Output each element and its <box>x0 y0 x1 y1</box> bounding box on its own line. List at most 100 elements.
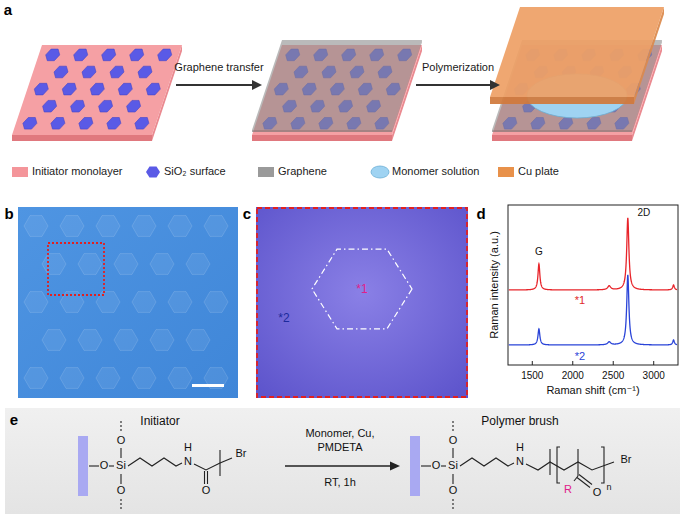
condition-label: RT, 1h <box>324 476 356 489</box>
panel-letter: e <box>10 411 18 429</box>
sio2-hexagon <box>130 49 144 61</box>
graphene-layer <box>252 40 422 130</box>
hexagon-pattern <box>186 254 210 275</box>
chemical-bond <box>421 465 431 466</box>
hexagon-pattern <box>132 292 156 313</box>
chemical-bond <box>120 474 121 484</box>
atom-label: O <box>432 459 441 472</box>
chemical-bond <box>204 471 205 484</box>
hexagon-pattern <box>150 254 174 275</box>
initiator-slab <box>492 135 632 141</box>
repeat-bracket <box>601 447 604 483</box>
chemical-bond <box>452 421 453 433</box>
sio2-hexagon <box>43 100 57 112</box>
chemical-bond <box>460 458 514 466</box>
hexagon-pattern <box>132 368 156 389</box>
hexagon-pattern <box>24 368 48 389</box>
hexagon-pattern <box>168 368 192 389</box>
hexagon-pattern <box>186 330 210 351</box>
chemical-bond <box>526 462 614 470</box>
legend-swatch <box>12 167 28 177</box>
chemical-bond <box>194 463 220 470</box>
legend-text: Monomer solution <box>392 165 479 178</box>
chemical-bond <box>452 499 453 510</box>
chemical-bond <box>452 448 453 458</box>
legend-swatch <box>498 167 514 177</box>
initiator-slab <box>12 135 152 141</box>
atom-label: O <box>593 486 602 499</box>
peak-label: G <box>535 246 543 258</box>
atom-label: O <box>202 484 211 497</box>
hexagon-pattern <box>96 368 120 389</box>
atom-label: H <box>516 441 524 454</box>
chemical-bond <box>577 462 578 476</box>
step-label: Graphene transfer <box>174 61 263 74</box>
sio2-hexagon <box>51 118 65 130</box>
sio2-hexagon <box>62 83 76 95</box>
hexagon-pattern <box>78 254 102 275</box>
tick-mark <box>613 361 614 365</box>
legend-droplet <box>371 166 389 178</box>
chemical-bond <box>89 465 99 466</box>
sio2-hexagon <box>90 83 104 95</box>
spectrum-label: *2 <box>575 350 585 363</box>
sio2-hexagon <box>102 49 116 61</box>
sio2-hexagon <box>74 49 88 61</box>
atom-label: Br <box>621 453 632 466</box>
chemical-bond <box>120 421 121 433</box>
axis-title: Raman shift (cm⁻¹) <box>546 384 639 397</box>
hexagon-pattern <box>114 254 138 275</box>
hexagon-pattern <box>150 330 174 351</box>
sio2-hexagon <box>118 83 132 95</box>
micrograph-panel <box>18 207 238 398</box>
hexagon-pattern <box>204 216 228 237</box>
initiator-slab <box>252 135 392 141</box>
hexagon-pattern <box>60 368 84 389</box>
reaction-arrow <box>285 465 392 466</box>
substrate-bar <box>78 436 88 496</box>
peak-label: 2D <box>637 207 650 219</box>
sio2-hexagon <box>34 83 48 95</box>
legend-hexagon <box>146 166 160 177</box>
sio2-hexagon <box>107 118 121 130</box>
micrograph-panel <box>256 207 468 398</box>
zoom-box <box>48 243 104 295</box>
tick-label: 1500 <box>521 370 543 382</box>
schematic-panel <box>12 7 664 141</box>
chemical-bond <box>120 499 121 510</box>
chemical-bond <box>452 474 453 484</box>
spectrum-line <box>509 275 677 345</box>
step-label: Polymerization <box>422 61 494 74</box>
spectrum-line <box>509 218 677 290</box>
axis-title: Raman intensity (a.u.) <box>488 231 501 339</box>
legend-text: Initiator monolayer <box>32 165 123 178</box>
hexagon-pattern <box>168 216 192 237</box>
sio2-hexagon <box>23 118 37 130</box>
optical-image <box>256 207 468 398</box>
atom-label: O <box>100 459 109 472</box>
chemical-bond <box>120 448 121 458</box>
atom-label: N <box>184 455 192 468</box>
substrate-bar <box>410 436 420 496</box>
chemical-bond <box>549 462 550 475</box>
atom-label: O <box>449 434 458 447</box>
hexagon-pattern <box>96 216 120 237</box>
tick-label: 2500 <box>602 370 624 382</box>
sio2-hexagon <box>54 66 68 78</box>
hexagon-pattern <box>168 292 192 313</box>
chemical-bond <box>219 463 220 476</box>
spot-marker: *1 <box>356 282 367 296</box>
chemical-bond <box>577 478 590 488</box>
hexagon-pattern <box>132 216 156 237</box>
hexagon-pattern <box>204 292 228 313</box>
structure-title: Initiator <box>140 414 179 428</box>
sio2-hexagon <box>110 66 124 78</box>
chemical-bond <box>577 449 578 462</box>
sio2-hexagon <box>82 66 96 78</box>
atom-label: Si <box>448 459 458 472</box>
process-arrow <box>490 80 500 90</box>
spot-marker: *2 <box>278 311 289 325</box>
hexagon-pattern <box>42 254 66 275</box>
